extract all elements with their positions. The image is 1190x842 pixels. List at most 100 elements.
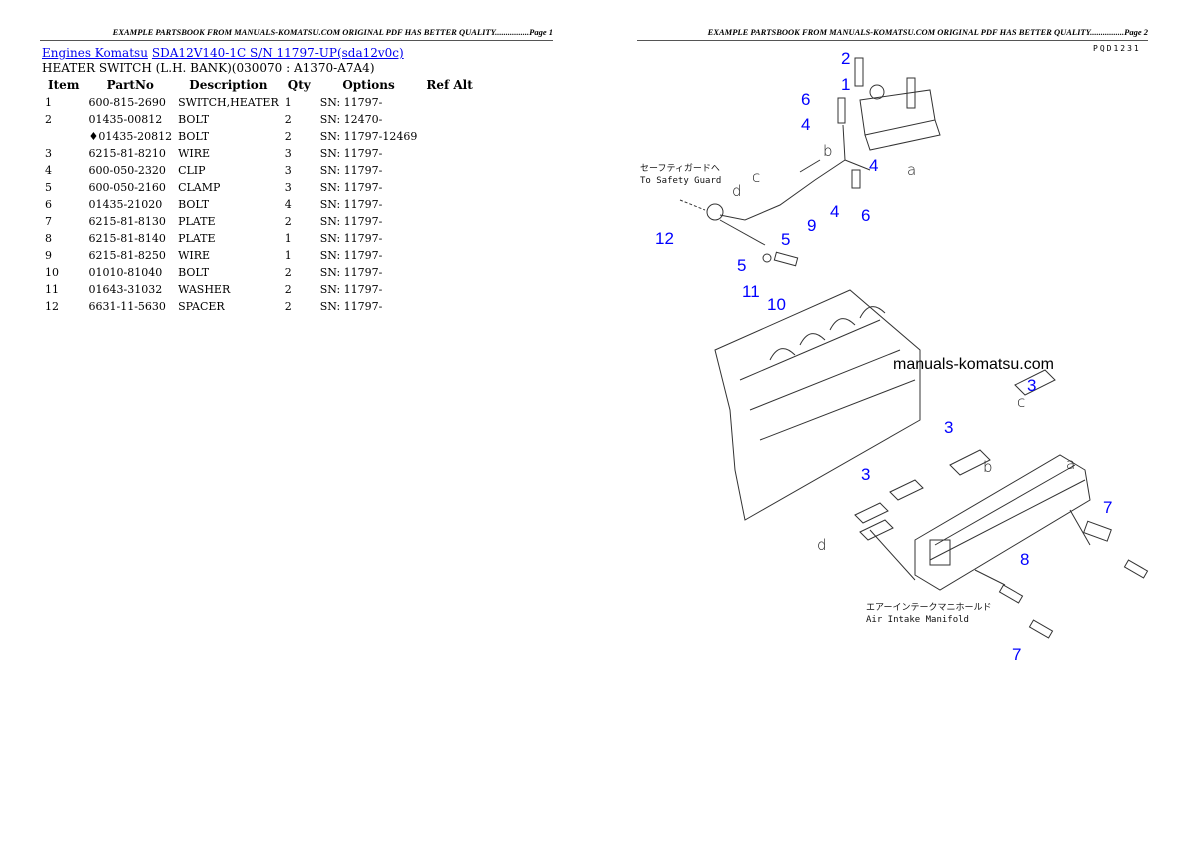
table-cell: BOLT [178,198,210,211]
table-cell: 01435-21020 [88,198,163,211]
table-cell: 01643-31032 [88,283,163,296]
table-cell: 4 [284,198,292,211]
table-cell: 11 [45,283,59,296]
table-cell: SPACER [178,300,225,313]
table-cell: 600-050-2160 [88,181,166,194]
table-cell: 7 [45,215,52,228]
table-cell: 3 [45,147,52,160]
letter-c: c [752,168,761,186]
table-cell: PLATE [178,215,216,228]
table-cell: 9 [45,249,52,262]
table-cell: PLATE [178,232,216,245]
table-cell: ♦01435-20812 [88,130,173,143]
callout-3[interactable]: 3 [1027,376,1037,395]
table-cell: 2 [284,130,292,143]
table-cell: SN: 11797- [319,198,383,211]
breadcrumb-engines-link[interactable]: Engines Komatsu [42,46,148,60]
table-cell: SN: 12470- [319,113,383,126]
table-cell: SN: 11797- [319,181,383,194]
section-title: HEATER SWITCH (L.H. BANK)(030070 : A1370… [42,61,375,75]
callout-4[interactable]: 4 [869,156,879,175]
callout-11[interactable]: 11 [742,282,760,301]
column-header: PartNo [106,78,154,92]
callout-6[interactable]: 6 [801,90,811,109]
safety-guard-jp: セーフティガードへ [640,164,720,174]
manifold-en: Air Intake Manifold [866,615,969,625]
letter-b: b [983,458,993,476]
table-cell: 8 [45,232,52,245]
table-cell: 2 [45,113,52,126]
table-cell: 3 [284,181,292,194]
table-cell: 01010-81040 [88,266,163,279]
table-cell: 6215-81-8210 [88,147,166,160]
table-cell: 1 [45,96,52,109]
table-cell: 2 [284,113,292,126]
letter-c: c [1017,393,1026,411]
engine-block-drawing [714,289,921,521]
table-cell: SN: 11797- [319,283,383,296]
callout-5[interactable]: 5 [737,256,747,275]
table-cell: 600-050-2320 [88,164,166,177]
table-cell: 6215-81-8140 [88,232,166,245]
column-header: Description [189,78,268,92]
table-cell: 12 [45,300,59,313]
column-header: Options [342,78,395,92]
table-cell: 6215-81-8130 [88,215,166,228]
callout-7[interactable]: 7 [1012,645,1022,664]
table-cell: 5 [45,181,52,194]
table-cell: 2 [284,215,292,228]
callout-4[interactable]: 4 [830,202,840,221]
table-cell: 4 [45,164,52,177]
breadcrumb-model-link[interactable]: SDA12V140-1C S/N 11797-UP(sda12v0c) [151,46,404,60]
letter-d: d [732,182,742,200]
manifold-label: エアーインテークマニホールド Air Intake Manifold [866,602,991,626]
column-header: Qty [287,78,311,92]
table-cell: BOLT [178,113,210,126]
column-header: Item [48,78,80,92]
callout-12[interactable]: 12 [655,229,674,248]
table-cell: CLIP [178,164,206,177]
callout-2[interactable]: 2 [841,49,851,68]
table-cell: 2 [284,266,292,279]
callout-10[interactable]: 10 [767,295,786,314]
watermark: manuals-komatsu.com [893,356,1054,373]
callout-3[interactable]: 3 [861,465,871,484]
table-cell: 6215-81-8250 [88,249,166,262]
callout-5[interactable]: 5 [781,230,791,249]
table-cell: 1 [284,96,292,109]
callout-1[interactable]: 1 [841,75,851,94]
table-cell: SN: 11797- [319,96,383,109]
table-cell: SN: 11797- [319,249,383,262]
callout-9[interactable]: 9 [807,216,817,235]
callout-8[interactable]: 8 [1020,550,1030,569]
manifold-jp: エアーインテークマニホールド [866,603,992,613]
table-cell: 6631-11-5630 [88,300,166,313]
table-cell: SN: 11797- [319,266,383,279]
letter-a: a [907,161,917,179]
callout-3[interactable]: 3 [944,418,954,437]
table-cell: BOLT [178,130,210,143]
callout-4[interactable]: 4 [801,115,811,134]
callout-6[interactable]: 6 [861,206,871,225]
table-cell: 1 [284,232,292,245]
table-cell: 2 [284,283,292,296]
table-cell: SN: 11797- [319,164,383,177]
table-cell: 3 [284,164,292,177]
page1-header: EXAMPLE PARTSBOOK FROM MANUALS-KOMATSU.C… [40,27,553,41]
table-cell: SN: 11797- [319,300,383,313]
callout-7[interactable]: 7 [1103,498,1113,517]
table-cell: 600-815-2690 [88,96,166,109]
letter-b: b [823,142,833,160]
safety-guard-en: To Safety Guard [640,176,722,186]
heater-switch-assembly-drawing [679,57,941,267]
